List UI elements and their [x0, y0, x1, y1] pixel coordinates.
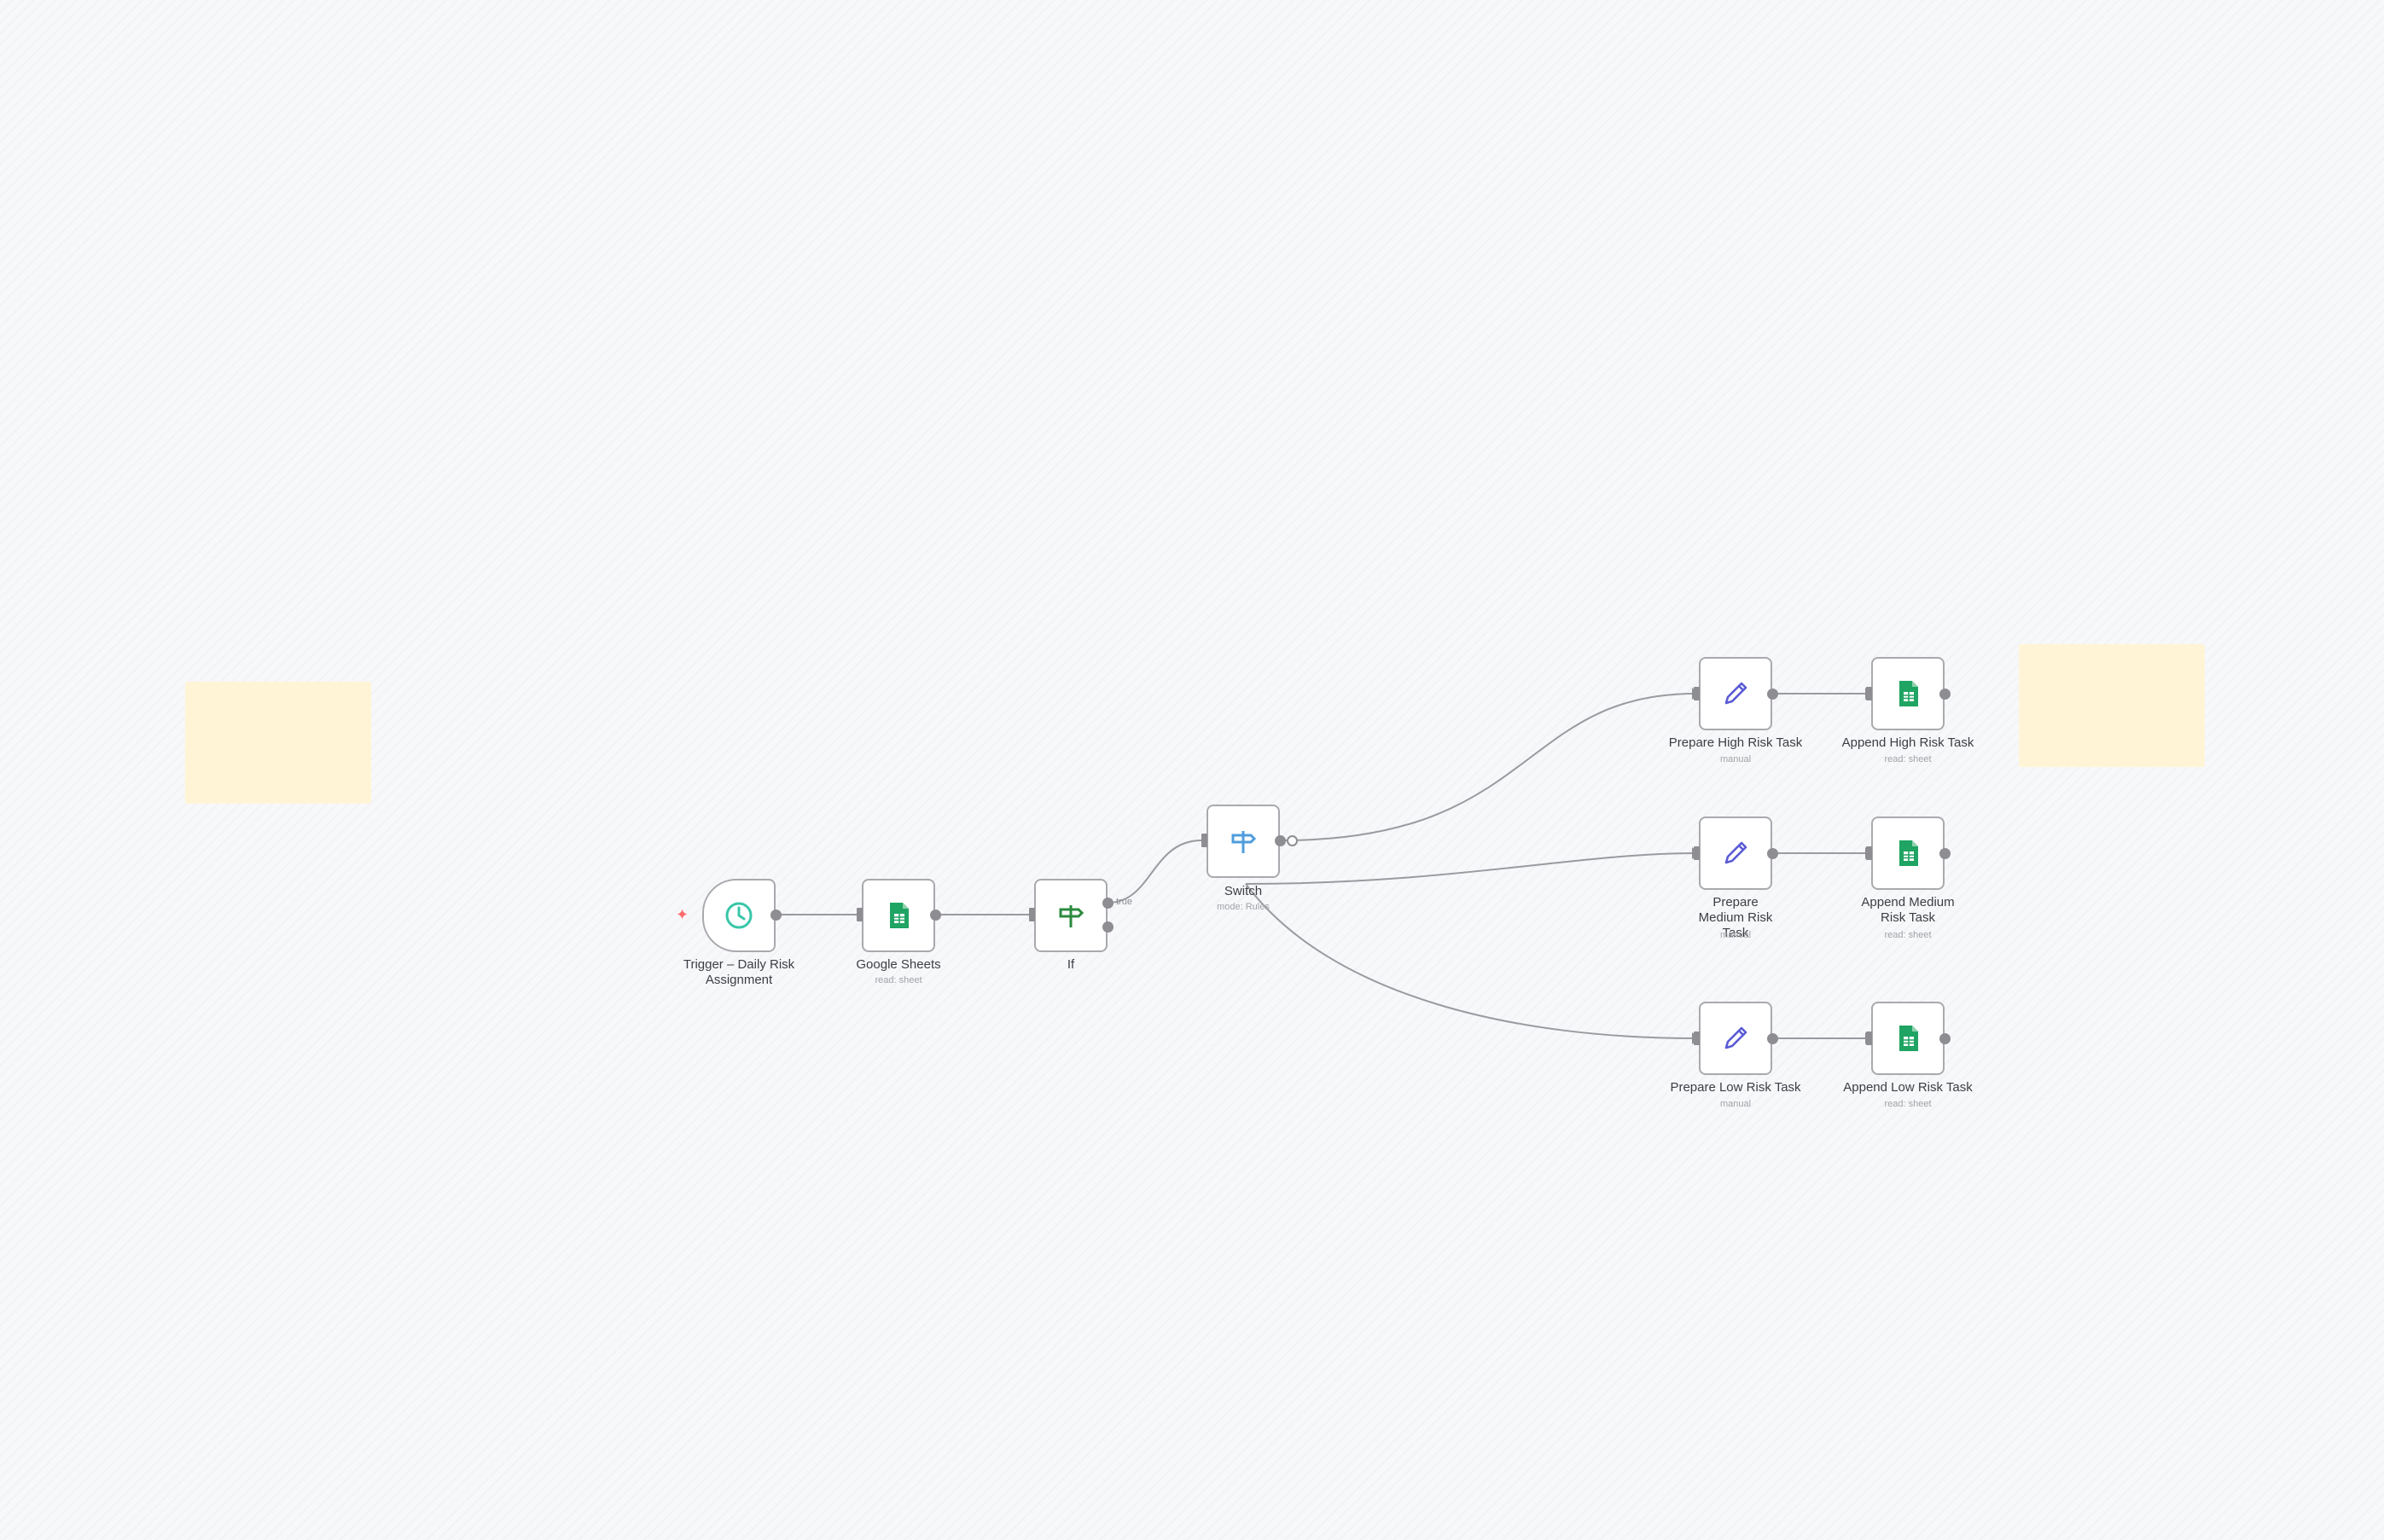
label-append-low-risk-task: Append Low Risk Task [1843, 1080, 1973, 1095]
node-trigger[interactable] [702, 879, 776, 952]
node-append-medium-risk-task[interactable] [1871, 816, 1945, 890]
input-handle-switch[interactable] [1201, 834, 1207, 847]
sticky-note-left[interactable] [185, 682, 371, 804]
output-handle-switch-1[interactable] [1287, 835, 1298, 846]
label-switch: Switch [1224, 884, 1263, 898]
sublabel-append-medium-risk-task: read: sheet [1884, 930, 1932, 940]
input-handle-append-low[interactable] [1866, 1032, 1872, 1045]
label-prepare-high-risk-task: Prepare High Risk Task [1668, 735, 1803, 750]
input-handle-if[interactable] [1029, 908, 1035, 921]
output-handle-append-high[interactable] [1939, 689, 1951, 700]
input-handle-append-high[interactable] [1866, 687, 1872, 700]
output-handle-prepare-medium[interactable] [1767, 848, 1778, 859]
wire-switch-to-prep-medium[interactable] [1245, 852, 1696, 885]
output-handle-trigger[interactable] [770, 909, 782, 921]
signpost-icon [1059, 905, 1084, 927]
output-handle-if-false[interactable] [1102, 921, 1114, 933]
pencil-icon [1724, 1026, 1747, 1049]
node-append-high-risk-task[interactable] [1871, 657, 1945, 730]
node-google-sheets[interactable] [862, 879, 935, 952]
branch-label-true: true [1116, 897, 1132, 907]
signpost-icon [1231, 831, 1257, 853]
pencil-icon [1724, 841, 1747, 864]
output-handle-google-sheets[interactable] [930, 909, 941, 921]
output-handle-append-medium[interactable] [1939, 848, 1951, 859]
trigger-bolt-icon: ✦ [676, 906, 689, 923]
output-handle-prepare-low[interactable] [1767, 1033, 1778, 1044]
sublabel-append-low-risk-task: read: sheet [1884, 1099, 1932, 1109]
sublabel-prepare-medium-risk-task: manual [1719, 930, 1752, 940]
label-trigger: Trigger – Daily Risk Assignment [683, 957, 795, 987]
google-sheets-icon [1899, 681, 1918, 706]
sublabel-prepare-low-risk-task: manual [1719, 1099, 1752, 1109]
label-prepare-low-risk-task: Prepare Low Risk Task [1670, 1080, 1801, 1095]
input-handle-append-medium[interactable] [1866, 846, 1872, 860]
node-prepare-high-risk-task[interactable] [1699, 657, 1772, 730]
node-if[interactable] [1034, 879, 1108, 952]
sublabel-google-sheets: read: sheet [875, 975, 922, 985]
google-sheets-icon [1899, 1026, 1918, 1051]
output-handle-append-low[interactable] [1939, 1033, 1951, 1044]
node-switch[interactable] [1207, 805, 1280, 878]
input-handle-google-sheets[interactable] [857, 908, 863, 921]
output-handle-switch-0[interactable] [1275, 835, 1286, 846]
input-handle-prepare-low[interactable] [1694, 1032, 1700, 1045]
label-append-high-risk-task: Append High Risk Task [1841, 735, 1974, 750]
google-sheets-icon [1899, 840, 1918, 866]
node-prepare-low-risk-task[interactable] [1699, 1002, 1772, 1075]
node-append-low-risk-task[interactable] [1871, 1002, 1945, 1075]
sublabel-prepare-high-risk-task: manual [1719, 754, 1752, 764]
pencil-icon [1724, 682, 1747, 705]
sublabel-switch: mode: Rules [1217, 902, 1270, 912]
wire-switch-to-prep-high[interactable] [1282, 693, 1696, 841]
node-prepare-medium-risk-task[interactable] [1699, 816, 1772, 890]
input-handle-prepare-high[interactable] [1694, 687, 1700, 700]
input-handle-prepare-medium[interactable] [1694, 846, 1700, 860]
google-sheets-icon [890, 903, 909, 928]
label-prepare-medium-risk-task: Prepare Medium Risk Task [1698, 895, 1773, 940]
output-handle-if-true[interactable] [1102, 898, 1114, 909]
clock-icon [725, 902, 753, 929]
label-if: If [1067, 957, 1075, 972]
label-google-sheets: Google Sheets [856, 957, 941, 972]
sublabel-append-high-risk-task: read: sheet [1884, 754, 1932, 764]
output-handle-prepare-high[interactable] [1767, 689, 1778, 700]
label-append-medium-risk-task: Append Medium Risk Task [1861, 895, 1955, 925]
sticky-note-right[interactable] [2019, 644, 2205, 767]
